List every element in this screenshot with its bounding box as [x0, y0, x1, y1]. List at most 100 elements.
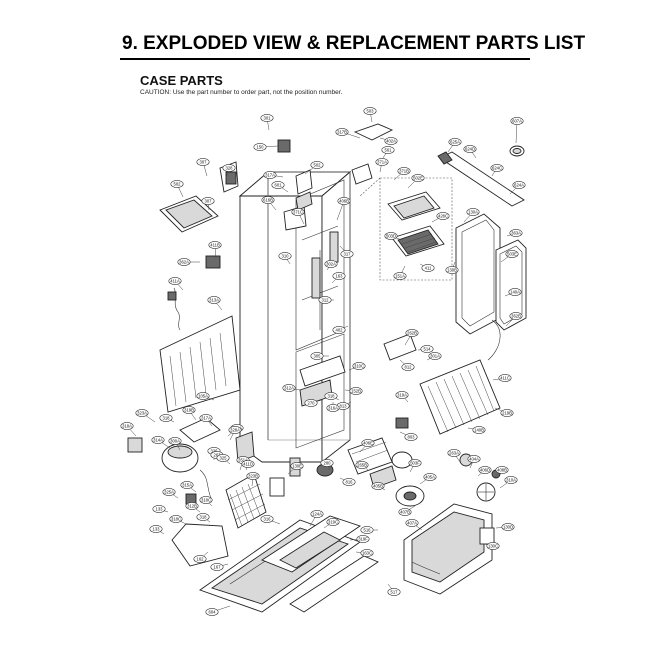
- callout-oval: [401, 363, 415, 371]
- callout-label: 362B: [511, 314, 521, 319]
- callout-label: 265B: [357, 463, 367, 468]
- callout-label: 406B: [339, 199, 349, 204]
- callout-312b: 312B: [185, 502, 201, 513]
- callout-317c: 317A: [199, 414, 213, 427]
- callout-317a: 317A: [263, 171, 284, 179]
- callout-105a: 105A: [196, 392, 215, 401]
- callout-oval: [478, 466, 492, 474]
- callout-514: 514: [417, 345, 434, 353]
- callout-oval: [290, 462, 304, 470]
- callout-label: 411C: [500, 376, 510, 381]
- callout-oval: [466, 208, 480, 216]
- callout-oval: [404, 433, 418, 441]
- callout-oval: [216, 454, 230, 462]
- callout-oval: [448, 138, 462, 146]
- callout-label: 325: [220, 456, 228, 461]
- callout-oval: [207, 296, 221, 304]
- callout-label: 302A: [326, 262, 336, 267]
- callout-label: 624C: [492, 166, 502, 171]
- callout-305: 305: [310, 352, 329, 360]
- callout-oval: [510, 117, 524, 125]
- callout-oval: [421, 264, 435, 272]
- callout-label: 503D: [386, 234, 396, 239]
- callout-label: 326: [211, 449, 219, 454]
- callout-label: 323B: [248, 474, 258, 479]
- callout-162: 162: [193, 551, 209, 563]
- callout-oval: [337, 197, 351, 205]
- callout-oval: [180, 481, 194, 489]
- callout-oval: [169, 515, 183, 523]
- callout-624c: 624C: [490, 164, 504, 177]
- callout-oval: [355, 461, 369, 469]
- callout-label: 318: [328, 394, 336, 399]
- callout-oval: [199, 496, 213, 504]
- callout-411b: 411B: [208, 241, 222, 259]
- callout-label: 607A: [512, 119, 522, 124]
- callout-oval: [278, 252, 292, 260]
- callout-oval: [512, 181, 526, 189]
- callout-label: 601: [275, 183, 283, 188]
- callout-325: 325: [216, 454, 231, 465]
- callout-318b: 318: [159, 414, 175, 423]
- callout-label: 502E: [413, 176, 423, 181]
- callout-301a: 301A: [426, 352, 442, 361]
- callout-503e: 503E: [500, 250, 519, 263]
- callout-503: 503: [363, 107, 377, 123]
- callout-label: 319A: [397, 393, 407, 398]
- callout-label: 263A: [449, 451, 459, 456]
- callout-411a: 411A: [168, 277, 184, 291]
- callout-label: 163C: [362, 551, 372, 556]
- callout-402: 402: [332, 325, 349, 334]
- callout-302a: 302A: [324, 260, 338, 271]
- callout-label: 325A: [164, 490, 174, 495]
- callout-307a: 307: [201, 197, 215, 211]
- callout-oval: [436, 212, 450, 220]
- callout-314a: 314A: [151, 436, 171, 449]
- callout-label: 312A: [284, 386, 294, 391]
- callout-323a: 323A: [135, 409, 156, 423]
- callout-371c: 371C: [291, 208, 305, 225]
- callout-label: 317A: [265, 173, 275, 178]
- callout-163: 163: [331, 272, 346, 284]
- callout-404a: 404A: [467, 455, 481, 469]
- top-cover-tray: [159, 195, 219, 233]
- callout-265b: 265B: [355, 461, 369, 471]
- callout-140b: 140B: [467, 426, 486, 434]
- callout-oval: [505, 250, 519, 258]
- callout-label: 516: [364, 528, 372, 533]
- callout-130b: 130B: [445, 261, 459, 274]
- callout-label: 133: [156, 507, 164, 512]
- callout-oval: [393, 272, 407, 280]
- callout-label: 616B: [263, 198, 273, 203]
- callout-517: 517: [387, 583, 401, 596]
- callout-label: 130B: [447, 268, 457, 273]
- callout-label: 371B: [399, 169, 409, 174]
- callout-label: 317A: [201, 416, 211, 421]
- callout-502e: 502E: [407, 174, 425, 189]
- callout-oval: [381, 146, 395, 154]
- callout-oval: [486, 542, 500, 550]
- callout-label: 411A: [170, 279, 180, 284]
- callout-371b: 371B: [393, 167, 411, 181]
- callout-oval: [193, 555, 207, 563]
- callout-oval: [260, 515, 274, 523]
- callout-label: 428C: [438, 214, 448, 219]
- callout-oval: [310, 161, 324, 169]
- callout-405b: 405B: [371, 482, 386, 491]
- callout-label: 406D: [480, 468, 490, 473]
- callout-label: 371C: [293, 210, 303, 215]
- callout-oval: [332, 326, 346, 334]
- callout-label: 407B: [400, 510, 410, 515]
- callout-label: 319C: [328, 520, 338, 525]
- callout-label: 318A: [122, 424, 132, 429]
- callout-oval: [360, 549, 374, 557]
- evaporator-coil: [419, 319, 501, 435]
- callout-label: 318C: [201, 498, 211, 503]
- callout-label: 813: [340, 404, 348, 409]
- callout-label: 351A: [238, 458, 248, 463]
- callout-307: 307: [196, 158, 210, 177]
- callout-label: 624A: [514, 183, 524, 188]
- callout-oval: [310, 510, 324, 518]
- callout-oval: [149, 525, 163, 533]
- callout-140a: 140A: [504, 288, 522, 297]
